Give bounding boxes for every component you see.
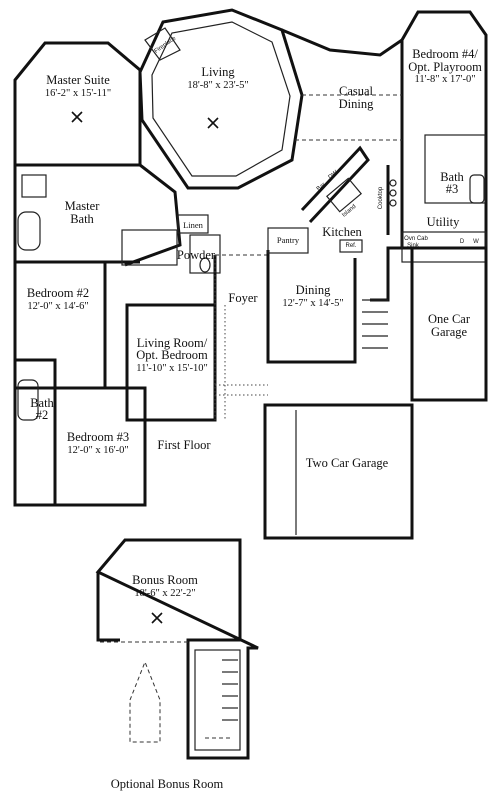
one-car-garage-label-1: One Car	[428, 312, 471, 326]
two-car-garage-label: Two Car Garage	[306, 456, 389, 470]
bedroom4-label-2: Opt. Playroom	[408, 60, 482, 74]
bonus-room-label: Bonus Room	[132, 573, 198, 587]
bath3-label-1: Bath	[440, 170, 464, 184]
linen-label: Linen	[183, 220, 204, 230]
master-suite-label: Master Suite	[46, 73, 110, 87]
living-label: Living	[201, 65, 235, 79]
dining-label: Dining	[296, 283, 331, 297]
powder-label: Powder	[177, 248, 216, 262]
master-bath-label-1: Master	[65, 199, 101, 213]
living-size: 18'-8" x 23'-5"	[187, 80, 248, 91]
oven-cab-label: Ovn Cab	[404, 236, 428, 242]
bedroom3-label: Bedroom #3	[67, 430, 129, 444]
first-floor-label: First Floor	[157, 438, 211, 452]
optional-bonus-room-title: Optional Bonus Room	[111, 777, 224, 791]
one-car-garage-label-2: Garage	[431, 325, 468, 339]
bath2-label-2: #2	[36, 408, 49, 422]
bedroom3-size: 12'-0" x 16'-0"	[67, 445, 128, 456]
master-bath-label-2: Bath	[70, 212, 94, 226]
dryer-label: D	[460, 239, 465, 245]
living-room-label-1: Living Room/	[137, 336, 208, 350]
kitchen-label: Kitchen	[322, 225, 362, 239]
casual-dining-label-1: Casual	[339, 84, 374, 98]
cooktop-label: Cooktop	[378, 186, 384, 209]
refrigerator-label: Ref.	[345, 243, 356, 249]
washer-label: W	[473, 239, 479, 245]
bonus-room-size: 18'-6" x 22'-2"	[134, 588, 195, 599]
bath3-label-2: #3	[446, 182, 459, 196]
casual-dining-label-2: Dining	[339, 97, 374, 111]
living-room-label-2: Opt. Bedroom	[136, 348, 208, 362]
island-label: Island	[341, 204, 357, 219]
utility-label: Utility	[427, 215, 460, 229]
sink-label: Sink	[407, 243, 420, 249]
ceiling-fan-icon	[71, 111, 219, 624]
fireplace-label: Fireplace	[154, 35, 178, 54]
bedroom2-label: Bedroom #2	[27, 286, 89, 300]
bonus-room-walls	[95, 538, 259, 760]
master-suite-size: 16'-2" x 15'-11"	[45, 88, 111, 99]
pantry-label: Pantry	[277, 235, 300, 245]
foyer-label: Foyer	[228, 291, 258, 305]
bath2-label-1: Bath	[30, 396, 54, 410]
bedroom4-label-1: Bedroom #4/	[412, 47, 478, 61]
bar-label: Bar	[316, 182, 327, 193]
first-floor-walls	[13, 8, 488, 540]
bedroom4-size: 11'-8" x 17'-0"	[415, 74, 476, 85]
bedroom2-size: 12'-0" x 14'-6"	[27, 301, 88, 312]
room-labels: Master Suite 16'-2" x 15'-11" Living 18'…	[27, 47, 482, 791]
dining-size: 12'-7" x 14'-5"	[282, 298, 343, 309]
living-room-size: 11'-10" x 15'-10"	[136, 363, 207, 374]
dw-label: DW	[328, 170, 340, 181]
